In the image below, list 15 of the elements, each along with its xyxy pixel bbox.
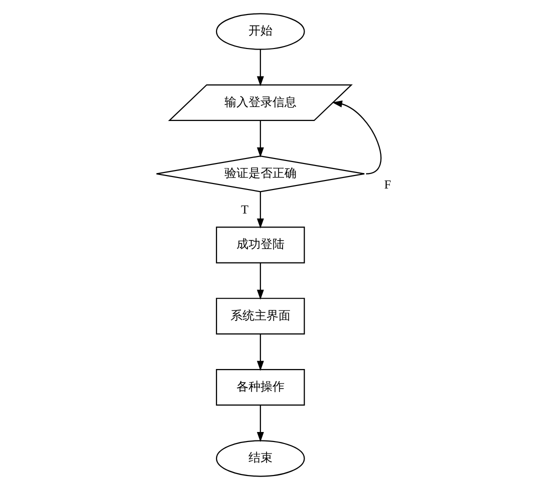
- arrow: [332, 100, 382, 174]
- node-diamond: 验证是否正确: [156, 154, 365, 192]
- node-box: 各种操作: [216, 368, 305, 406]
- edge-label: F: [384, 176, 392, 191]
- edge-label: T: [240, 202, 248, 216]
- arrow: [256, 48, 264, 86]
- node-box: 系统主界面: [216, 297, 305, 334]
- arrow: [256, 262, 264, 300]
- arrow: [256, 404, 264, 442]
- arrow: [256, 120, 264, 157]
- arrow: [256, 191, 264, 228]
- node-ellipse: 开始: [216, 12, 305, 50]
- node-ellipse: 结束: [216, 440, 305, 476]
- arrow: [256, 333, 264, 370]
- node-box: 成功登陆: [216, 226, 305, 263]
